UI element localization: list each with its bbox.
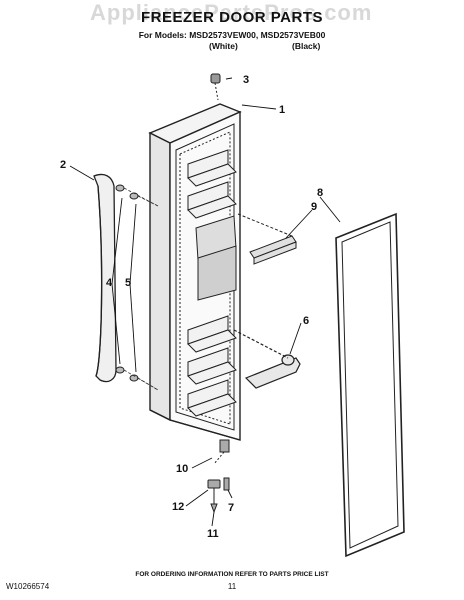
page-number: 11	[227, 582, 237, 591]
callout-8: 8	[317, 187, 323, 199]
door-gasket	[335, 212, 405, 558]
watermark: AppliancePartsPros.com	[90, 0, 373, 25]
page-title: FREEZER DOOR PARTS	[140, 9, 324, 26]
callout-2: 2	[60, 159, 66, 171]
callout-5: 5	[125, 277, 131, 289]
dispenser-trim	[237, 213, 297, 265]
hinge-plug	[210, 73, 221, 101]
variant-white-label: (White)	[209, 41, 238, 51]
callout-1: 1	[279, 104, 285, 116]
leader-lines	[69, 77, 341, 527]
door-bins	[187, 149, 237, 417]
shelf-bracket	[233, 329, 301, 389]
callout-12: 12	[172, 501, 184, 513]
bottom-hinge-parts	[207, 439, 230, 514]
callout-labels: 1 2 3 4 5 6 7 8 9 10 11 12	[60, 74, 323, 540]
callout-9: 9	[311, 201, 317, 213]
callout-4: 4	[106, 277, 113, 289]
callout-3: 3	[243, 74, 249, 86]
document-number: W10266574	[6, 582, 50, 591]
callout-6: 6	[303, 315, 309, 327]
door-handle	[93, 173, 117, 383]
callout-10: 10	[176, 463, 188, 475]
model-numbers: For Models: MSD2573VEW00, MSD2573VEB00	[138, 30, 326, 40]
variant-black-label: (Black)	[292, 41, 321, 51]
handle-dashed-lines	[123, 187, 159, 391]
ordering-note: FOR ORDERING INFORMATION REFER TO PARTS …	[135, 571, 329, 578]
callout-7: 7	[228, 502, 234, 514]
callout-11: 11	[207, 528, 219, 540]
